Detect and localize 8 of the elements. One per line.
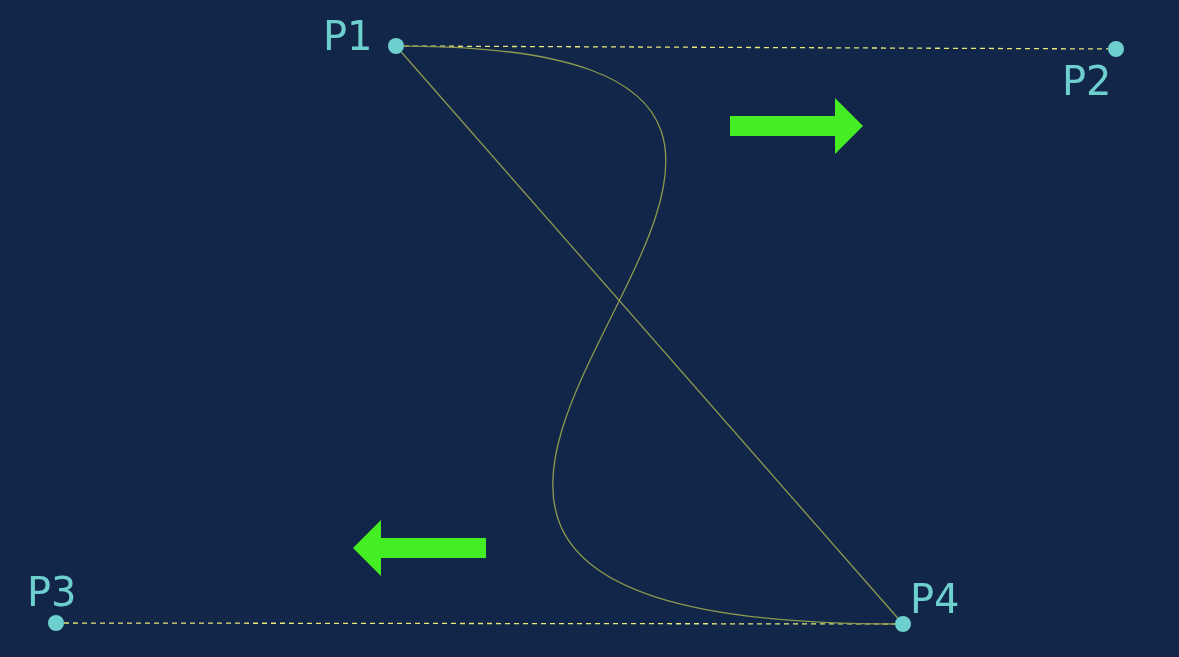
point-label: P4 bbox=[910, 577, 960, 621]
point-dot bbox=[1108, 41, 1124, 57]
point-label: P1 bbox=[323, 14, 373, 58]
point-dot bbox=[895, 616, 911, 632]
point-dot bbox=[388, 38, 404, 54]
point-label: P3 bbox=[27, 570, 77, 614]
point-dot bbox=[48, 615, 64, 631]
point-label: P2 bbox=[1062, 59, 1112, 103]
